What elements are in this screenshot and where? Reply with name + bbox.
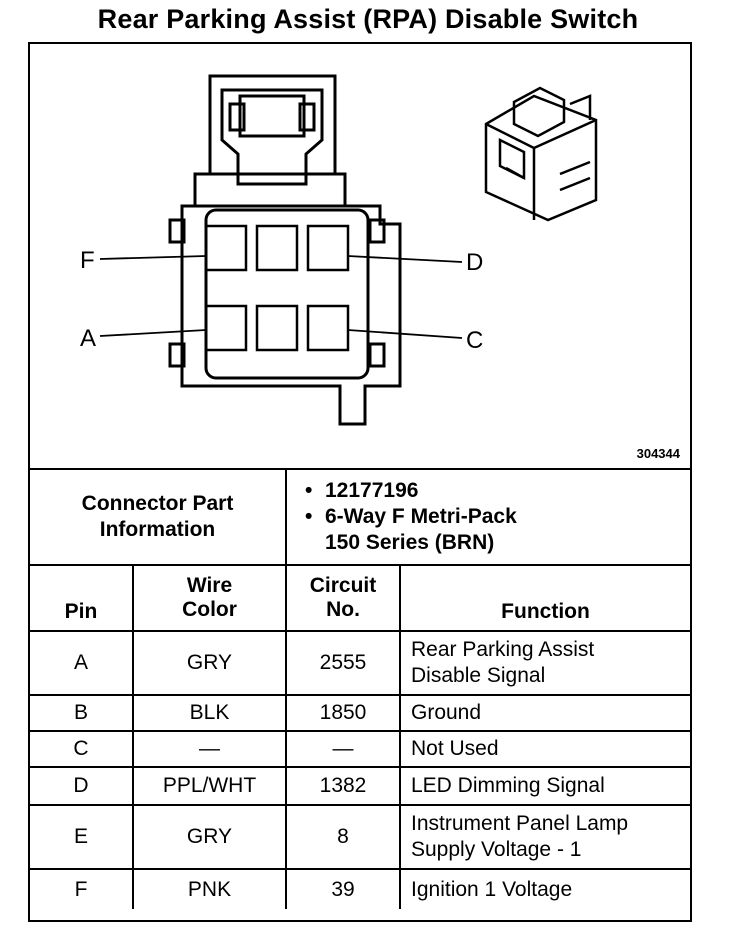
column-header-row: Pin Wire Color Circuit No. Function <box>30 564 690 632</box>
cavity-a <box>204 304 248 352</box>
connector-info-label: Connector Part Information <box>30 468 287 566</box>
pinout-table: Connector Part Information 12177196 6-Wa… <box>30 468 690 909</box>
table-row: D PPL/WHT 1382 LED Dimming Signal <box>30 766 690 806</box>
label-c: C <box>466 327 483 354</box>
table-row: F PNK 39 Ignition 1 Voltage <box>30 868 690 909</box>
connector-sheet: F D A C 304344 Connector Part Informatio… <box>28 42 692 922</box>
cavity-d <box>306 224 350 272</box>
label-a: A <box>80 325 96 352</box>
col-header-circuit: Circuit No. <box>285 564 401 632</box>
cavity-b <box>255 304 299 352</box>
page-title: Rear Parking Assist (RPA) Disable Switch <box>97 4 639 34</box>
leader-f <box>99 255 207 260</box>
label-f: F <box>80 247 95 274</box>
cavity-e <box>255 224 299 272</box>
latch-outline <box>220 88 324 186</box>
connector-diagram: F D A C <box>80 74 598 426</box>
leader-a <box>99 329 207 337</box>
connector-desc-line2: 150 Series (BRN) <box>325 531 495 554</box>
cavity-f <box>204 224 248 272</box>
connector-info-value: 12177196 6-Way F Metri-Pack 150 Series (… <box>285 468 690 566</box>
col-header-pin: Pin <box>30 564 134 632</box>
leader-c <box>347 329 463 339</box>
col-header-function: Function <box>399 564 690 632</box>
cavity-c <box>306 304 350 352</box>
table-row: C — — Not Used <box>30 730 690 768</box>
connector-desc-line1: 6-Way F Metri-Pack <box>305 504 690 530</box>
part-number: 12177196 <box>305 478 690 504</box>
leader-d <box>347 255 463 263</box>
label-d: D <box>466 249 483 276</box>
col-header-wire: Wire Color <box>132 564 287 632</box>
connector-info-row: Connector Part Information 12177196 6-Wa… <box>30 468 690 566</box>
connector-face <box>204 208 370 380</box>
image-number: 304344 <box>636 446 680 461</box>
connector-3d-sketch <box>484 86 598 222</box>
table-row: B BLK 1850 Ground <box>30 694 690 732</box>
